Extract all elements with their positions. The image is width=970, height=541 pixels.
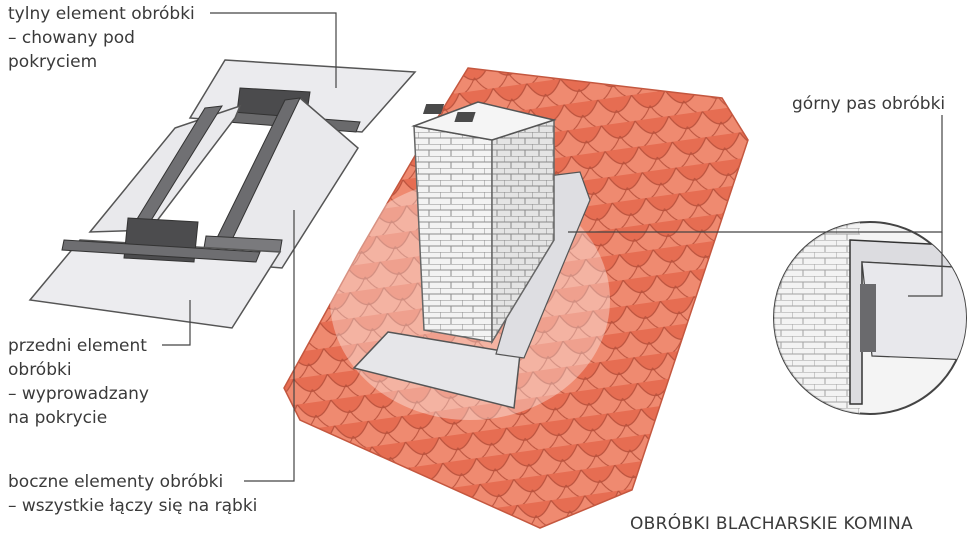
- detail-inset: [773, 221, 967, 415]
- exploded-flashing-parts: [28, 59, 417, 329]
- chimney-top: [411, 101, 557, 141]
- label-back-element: tylny element obróbki – chowany pod pokr…: [8, 4, 195, 72]
- chimney: [352, 101, 591, 409]
- chimney-front-face: [413, 125, 493, 343]
- leader-back: [210, 12, 337, 88]
- label-side-elements: boczne elementy obróbki – wszystkie łącz…: [8, 472, 258, 516]
- leader-side: [244, 210, 295, 482]
- leader-lines: [162, 12, 943, 482]
- leader-top-detail: [908, 232, 943, 297]
- side-flashing-left: [88, 104, 242, 233]
- label-front-element: przedni element obróbki – wyprowadzany n…: [8, 336, 149, 428]
- label-top-strip: górny pas obróbki: [792, 94, 946, 114]
- leader-front: [162, 300, 191, 346]
- chimney-apron-flashing: [352, 331, 521, 409]
- front-flashing-sheet: [28, 239, 282, 329]
- illustration-title: OBRÓBKI BLACHARSKIE KOMINA: [630, 514, 913, 534]
